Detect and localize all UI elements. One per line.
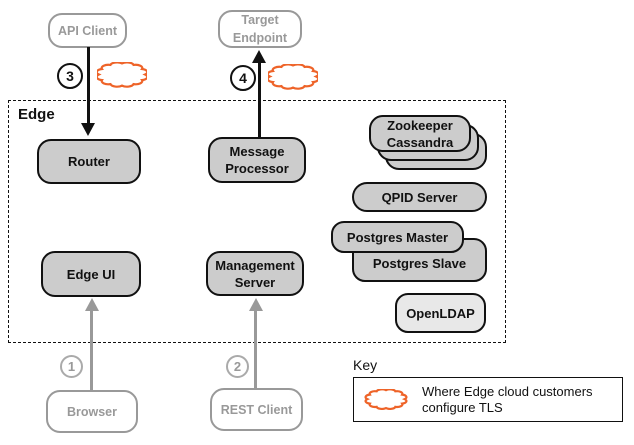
arrowhead-api-client-to-router — [81, 123, 95, 136]
step-marker-2: 2 — [226, 355, 249, 378]
step-marker-1-label: 1 — [67, 359, 76, 374]
node-management-server: Management Server — [206, 251, 304, 296]
key-title: Key — [353, 357, 378, 373]
arrowhead-rest-client-to-management-server — [249, 298, 263, 311]
node-message-processor: Message Processor — [208, 137, 306, 183]
step-marker-4: 4 — [230, 65, 256, 91]
arrow-browser-to-edge-ui — [89, 310, 93, 390]
node-cassandra-label: Cassandra — [386, 134, 454, 150]
node-api-client-label: API Client — [57, 23, 118, 38]
step-marker-4-label: 4 — [239, 70, 247, 86]
tls-cloud-icon — [268, 64, 318, 90]
node-qpid-server: QPID Server — [352, 182, 487, 212]
node-postgres-master-label: Postgres Master — [346, 229, 449, 245]
node-browser-label: Browser — [66, 404, 118, 419]
node-postgres-master: Postgres Master — [331, 221, 464, 253]
node-qpid-server-label: QPID Server — [381, 189, 458, 205]
edge-label: Edge — [18, 106, 55, 123]
node-zookeeper-label: Zookeeper — [387, 117, 453, 133]
node-openldap: OpenLDAP — [395, 293, 486, 333]
node-management-server-label: Management Server — [215, 257, 295, 290]
key-tls-cloud-icon — [362, 389, 410, 410]
tls-cloud-icon — [97, 62, 147, 88]
arrow-message-processor-to-target — [257, 62, 261, 137]
node-target-endpoint-label: Target Endpoint — [232, 13, 288, 45]
node-api-client: API Client — [48, 13, 127, 48]
node-router-label: Router — [68, 154, 110, 169]
edge-boundary: Edge — [8, 100, 506, 343]
arrow-api-client-to-router — [86, 47, 90, 124]
step-marker-3: 3 — [57, 63, 83, 89]
key-box: Where Edge cloud customers configure TLS — [353, 377, 623, 422]
node-postgres-slave-label: Postgres Slave — [372, 256, 467, 271]
node-message-processor-label: Message Processor — [225, 144, 289, 176]
arrowhead-browser-to-edge-ui — [84, 298, 99, 311]
step-marker-1: 1 — [60, 355, 83, 378]
node-zookeeper-cassandra: Zookeeper Cassandra — [369, 115, 471, 152]
node-router: Router — [37, 139, 141, 184]
arrow-rest-client-to-management-server — [254, 310, 257, 388]
node-openldap-label: OpenLDAP — [406, 305, 475, 321]
node-rest-client: REST Client — [210, 388, 303, 431]
key-text: Where Edge cloud customers configure TLS — [422, 383, 593, 415]
step-marker-2-label: 2 — [233, 359, 242, 374]
node-edge-ui-label: Edge UI — [66, 266, 116, 282]
node-edge-ui: Edge UI — [41, 251, 141, 297]
step-marker-3-label: 3 — [66, 68, 74, 84]
node-target-endpoint: Target Endpoint — [218, 10, 302, 48]
arrowhead-message-processor-to-target — [252, 50, 266, 63]
node-rest-client-label: REST Client — [220, 402, 293, 417]
node-browser: Browser — [46, 390, 138, 433]
